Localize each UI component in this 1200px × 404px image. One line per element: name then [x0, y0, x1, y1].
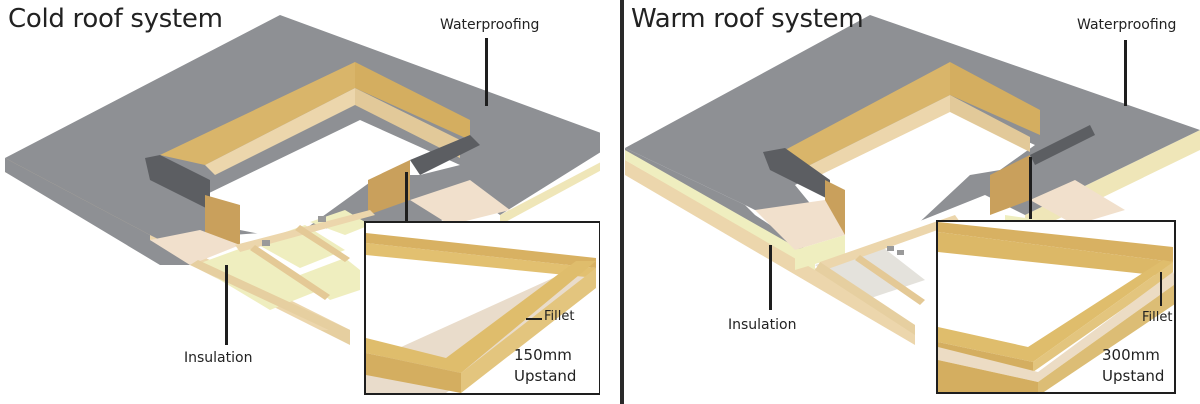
- cold-fillet-label: Fillet: [544, 309, 575, 324]
- cold-roof-illustration: [5, 15, 600, 345]
- warm-front-beam: [815, 262, 915, 335]
- cold-insulation-bay-3: [300, 258, 360, 300]
- cold-kerb-back: [205, 88, 355, 175]
- cold-upstand-detail-inset: Fillet 150mm Upstand: [364, 221, 600, 395]
- warm-roof-insulation-edge: [625, 148, 815, 270]
- cold-fillet-leader: [526, 318, 542, 320]
- warm-upstand-right-wall: [950, 62, 1040, 135]
- cold-joist-cross: [250, 245, 330, 300]
- cold-flashing-left: [145, 155, 210, 210]
- warm-joist-cross: [855, 255, 925, 305]
- warm-joist-hanger: [897, 250, 904, 255]
- warm-roof-title: Warm roof system: [631, 4, 864, 34]
- warm-insulation-label: Insulation: [728, 317, 797, 333]
- warm-roof-opening: [795, 105, 1035, 245]
- cold-upstand-right-wall: [355, 62, 470, 140]
- warm-fillet-label: Fillet: [1142, 310, 1173, 325]
- cold-roof-opening: [205, 120, 460, 240]
- cold-kerb-right: [355, 88, 460, 158]
- cold-waterproofing-leader: [485, 38, 488, 106]
- cold-roof-panel: Cold roof system Waterproofing Insulatio…: [5, 4, 600, 395]
- cold-flashing-right: [410, 135, 480, 175]
- cold-deck-board-left: [150, 230, 240, 265]
- warm-insulation-block-left: [795, 235, 845, 270]
- warm-flashing-right: [1030, 125, 1095, 165]
- warm-flashing-left: [763, 148, 830, 200]
- warm-roof-panel: Warm roof system Waterproofing Insulatio…: [625, 0, 1200, 404]
- cold-joist-cross-2: [295, 225, 350, 262]
- cold-kerb-right-end: [368, 160, 410, 215]
- warm-waterproofing-label: Waterproofing: [1077, 17, 1177, 33]
- warm-kerb-back: [800, 95, 950, 180]
- warm-upstand-leader: [1029, 157, 1032, 219]
- panel-divider: [620, 0, 624, 404]
- cold-insulation-leader: [225, 265, 228, 345]
- warm-deck-board-left: [755, 200, 845, 250]
- cold-roof-right-edge: [500, 162, 600, 225]
- warm-insulation-leader: [769, 245, 772, 310]
- cold-upstand-height: 150mm: [514, 346, 572, 364]
- warm-upstand-detail-illustration: [938, 222, 1174, 392]
- cold-roof-title: Cold roof system: [8, 4, 223, 34]
- warm-upstand-detail-inset: Fillet 300mm Upstand: [936, 220, 1176, 394]
- cold-upstand-text: Upstand: [514, 367, 577, 385]
- warm-deck-board-right: [1030, 180, 1125, 225]
- warm-upstand-text: Upstand: [1102, 367, 1165, 385]
- cold-kerb-left-end: [205, 195, 240, 245]
- warm-upstand-back-wall: [785, 62, 950, 170]
- cold-waterproofing-label: Waterproofing: [440, 17, 540, 33]
- warm-upstand-height: 300mm: [1102, 346, 1160, 364]
- cold-insulation-label: Insulation: [184, 350, 253, 366]
- cold-front-beam: [190, 260, 350, 340]
- warm-kerb-right: [950, 95, 1030, 152]
- warm-waterproofing-leader: [1124, 40, 1127, 106]
- warm-joist-hanger: [887, 246, 894, 251]
- cold-upstand-back-wall: [160, 62, 355, 165]
- cold-joist-hanger: [262, 240, 270, 246]
- cold-insulation-bay-1: [195, 245, 320, 310]
- cold-upstand-leader: [405, 172, 408, 222]
- warm-kerb-right-end: [990, 155, 1030, 215]
- cold-upstand-detail-illustration: [366, 233, 596, 393]
- warm-roof-illustration: [625, 15, 1200, 345]
- cold-joist-hanger: [318, 216, 326, 222]
- warm-joist-main: [820, 215, 960, 270]
- cold-deck-board-right: [410, 180, 510, 225]
- warm-fillet-leader: [1160, 272, 1162, 306]
